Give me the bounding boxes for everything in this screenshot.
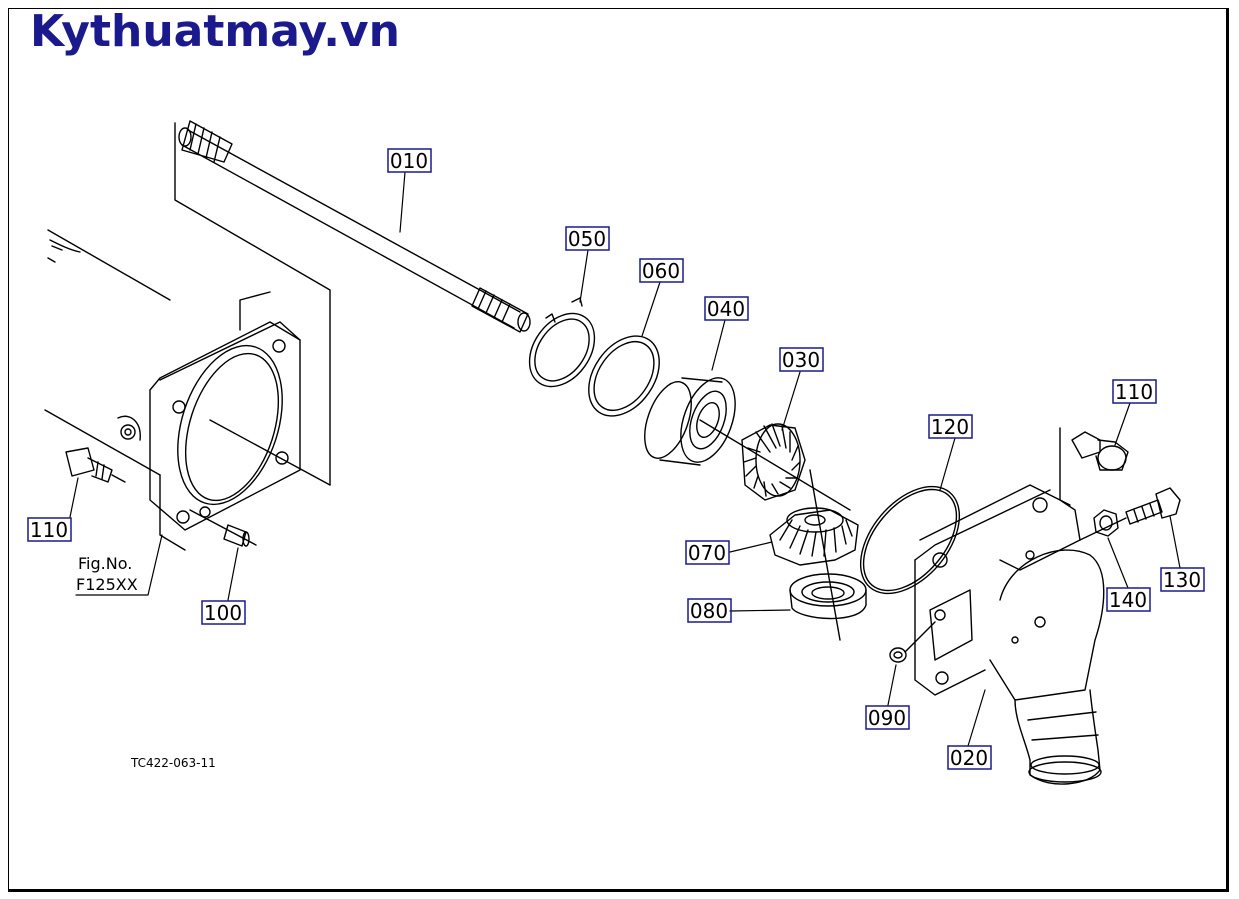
figure-reference: Fig.No. F125XX TC422-063-11 xyxy=(76,554,216,770)
label-080[interactable]: 080 xyxy=(687,598,732,623)
svg-text:120: 120 xyxy=(931,415,969,439)
label-110-right[interactable]: 110 xyxy=(1112,379,1157,404)
bevel-gear-070 xyxy=(769,469,859,641)
ring-060 xyxy=(588,335,660,417)
label-040[interactable]: 040 xyxy=(704,296,749,321)
site-logo: Kythuatmay.vn xyxy=(30,6,400,57)
label-120[interactable]: 120 xyxy=(928,414,973,439)
label-030[interactable]: 030 xyxy=(779,347,824,372)
label-090[interactable]: 090 xyxy=(865,705,910,730)
svg-text:020: 020 xyxy=(950,746,988,770)
svg-text:030: 030 xyxy=(782,348,820,372)
svg-text:050: 050 xyxy=(568,227,606,251)
label-010[interactable]: 010 xyxy=(387,148,432,173)
fig-ref-title: Fig.No. xyxy=(78,554,132,573)
label-100[interactable]: 100 xyxy=(201,600,246,625)
label-130[interactable]: 130 xyxy=(1160,567,1205,592)
label-020[interactable]: 020 xyxy=(947,745,992,770)
gear-case-020 xyxy=(914,484,1105,785)
svg-text:060: 060 xyxy=(642,259,680,283)
axle-housing-tube xyxy=(44,229,331,551)
circlip-050 xyxy=(528,297,596,388)
drawing-code: TC422-063-11 xyxy=(130,756,216,770)
bearing-040 xyxy=(644,377,736,466)
o-ring-120 xyxy=(859,485,961,595)
leader-lines xyxy=(69,171,1181,747)
svg-text:110: 110 xyxy=(30,518,68,542)
svg-text:090: 090 xyxy=(868,706,906,730)
label-140[interactable]: 140 xyxy=(1106,587,1151,612)
svg-text:140: 140 xyxy=(1109,588,1147,612)
bolt-110-left xyxy=(65,447,126,483)
axle-shaft xyxy=(174,120,531,486)
drawing-frame xyxy=(8,8,1229,892)
svg-text:070: 070 xyxy=(688,541,726,565)
pin-100 xyxy=(189,509,257,547)
plug-090 xyxy=(889,621,936,663)
svg-text:110: 110 xyxy=(1115,380,1153,404)
svg-text:080: 080 xyxy=(690,599,728,623)
bevel-gear-030 xyxy=(699,419,851,511)
label-110-left[interactable]: 110 xyxy=(27,517,72,542)
svg-text:100: 100 xyxy=(204,601,242,625)
bolt-110-right xyxy=(1059,427,1129,506)
svg-text:010: 010 xyxy=(390,149,428,173)
label-060[interactable]: 060 xyxy=(639,258,684,283)
fig-ref-number: F125XX xyxy=(76,575,138,594)
svg-text:040: 040 xyxy=(707,297,745,321)
bearing-080 xyxy=(789,573,867,620)
label-070[interactable]: 070 xyxy=(685,540,730,565)
label-050[interactable]: 050 xyxy=(565,226,610,251)
svg-text:130: 130 xyxy=(1163,568,1201,592)
part-labels: 010 050 060 040 030 110 120 110 070 080 … xyxy=(27,148,1205,770)
bolt-130 xyxy=(1079,487,1181,541)
